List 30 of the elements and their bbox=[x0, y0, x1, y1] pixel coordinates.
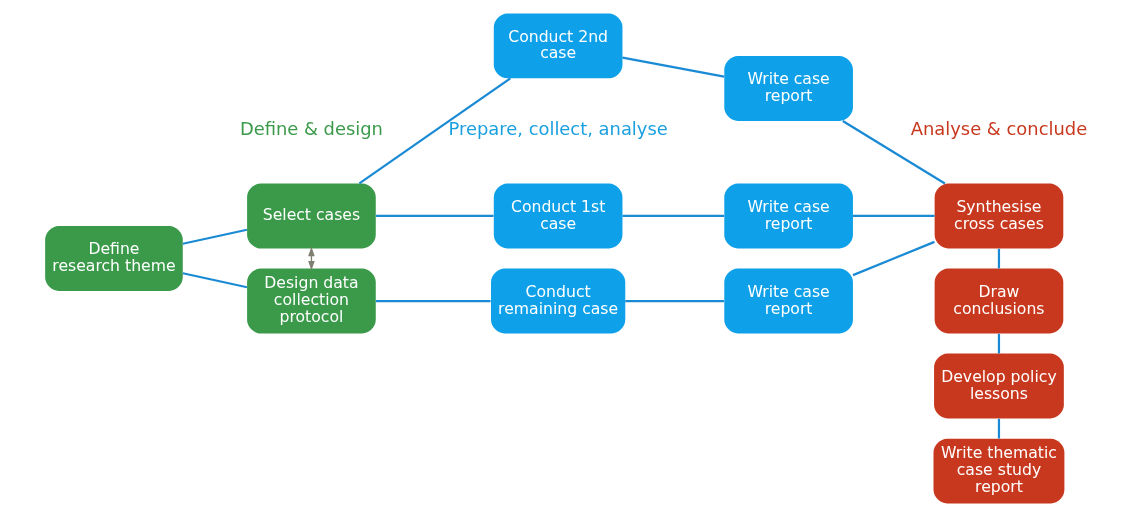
node-box: Write case report bbox=[724, 55, 853, 121]
node-box: Write case report bbox=[724, 183, 853, 248]
connector bbox=[622, 56, 725, 78]
connector bbox=[852, 240, 935, 276]
label: Define & design bbox=[239, 117, 383, 139]
node-box: Conduct remaining case bbox=[491, 268, 626, 333]
connector bbox=[375, 214, 494, 217]
node-box: Conduct 1st case bbox=[493, 183, 623, 248]
connector bbox=[182, 228, 248, 245]
label: Analyse & conclude bbox=[910, 117, 1088, 139]
connector bbox=[997, 418, 1001, 439]
connector bbox=[182, 271, 248, 288]
node-box: Define research theme bbox=[45, 225, 183, 291]
connector bbox=[853, 214, 935, 217]
node-box: Design data collection protocol bbox=[247, 268, 376, 333]
node-box: Write case report bbox=[724, 268, 853, 333]
connector bbox=[842, 119, 946, 184]
node-box: Select cases bbox=[247, 183, 376, 248]
node-box: Conduct 2nd case bbox=[493, 13, 623, 78]
node-box: Synthesise cross cases bbox=[934, 183, 1064, 248]
connector bbox=[625, 299, 724, 302]
connector bbox=[997, 248, 1001, 268]
connector bbox=[997, 333, 1001, 353]
node-box: Draw conclusions bbox=[934, 268, 1064, 333]
node-box: Develop policy lessons bbox=[934, 353, 1064, 418]
label: Prepare, collect, analyse bbox=[448, 117, 668, 139]
connector bbox=[375, 299, 491, 302]
connector bbox=[622, 214, 725, 217]
node-box: Write thematic case study report bbox=[933, 438, 1065, 503]
connector bbox=[358, 76, 511, 184]
